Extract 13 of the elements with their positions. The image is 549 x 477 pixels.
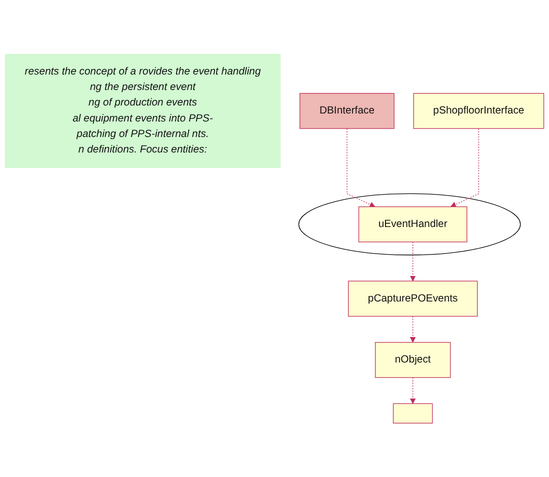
node-box: nObject bbox=[374, 342, 451, 378]
node-box: uEventHandler bbox=[358, 206, 468, 242]
arrow bbox=[450, 128, 480, 207]
cluster bbox=[298, 193, 521, 256]
node-box: DBInterface bbox=[300, 92, 394, 129]
node-box: pCapturePOEvents bbox=[348, 280, 478, 316]
node-box: resents the concept of a rovides the event handling ng the persistent event ng of production events al equipment events into PPS- patching of PPS-internal nts. n definitions. Focus entities: bbox=[4, 54, 281, 168]
arrow bbox=[346, 128, 376, 207]
node-box: pShopfloorInterface bbox=[413, 92, 544, 129]
arrow bbox=[410, 377, 416, 404]
arrow bbox=[410, 241, 416, 282]
arrow bbox=[410, 316, 416, 342]
node-box bbox=[392, 403, 433, 424]
